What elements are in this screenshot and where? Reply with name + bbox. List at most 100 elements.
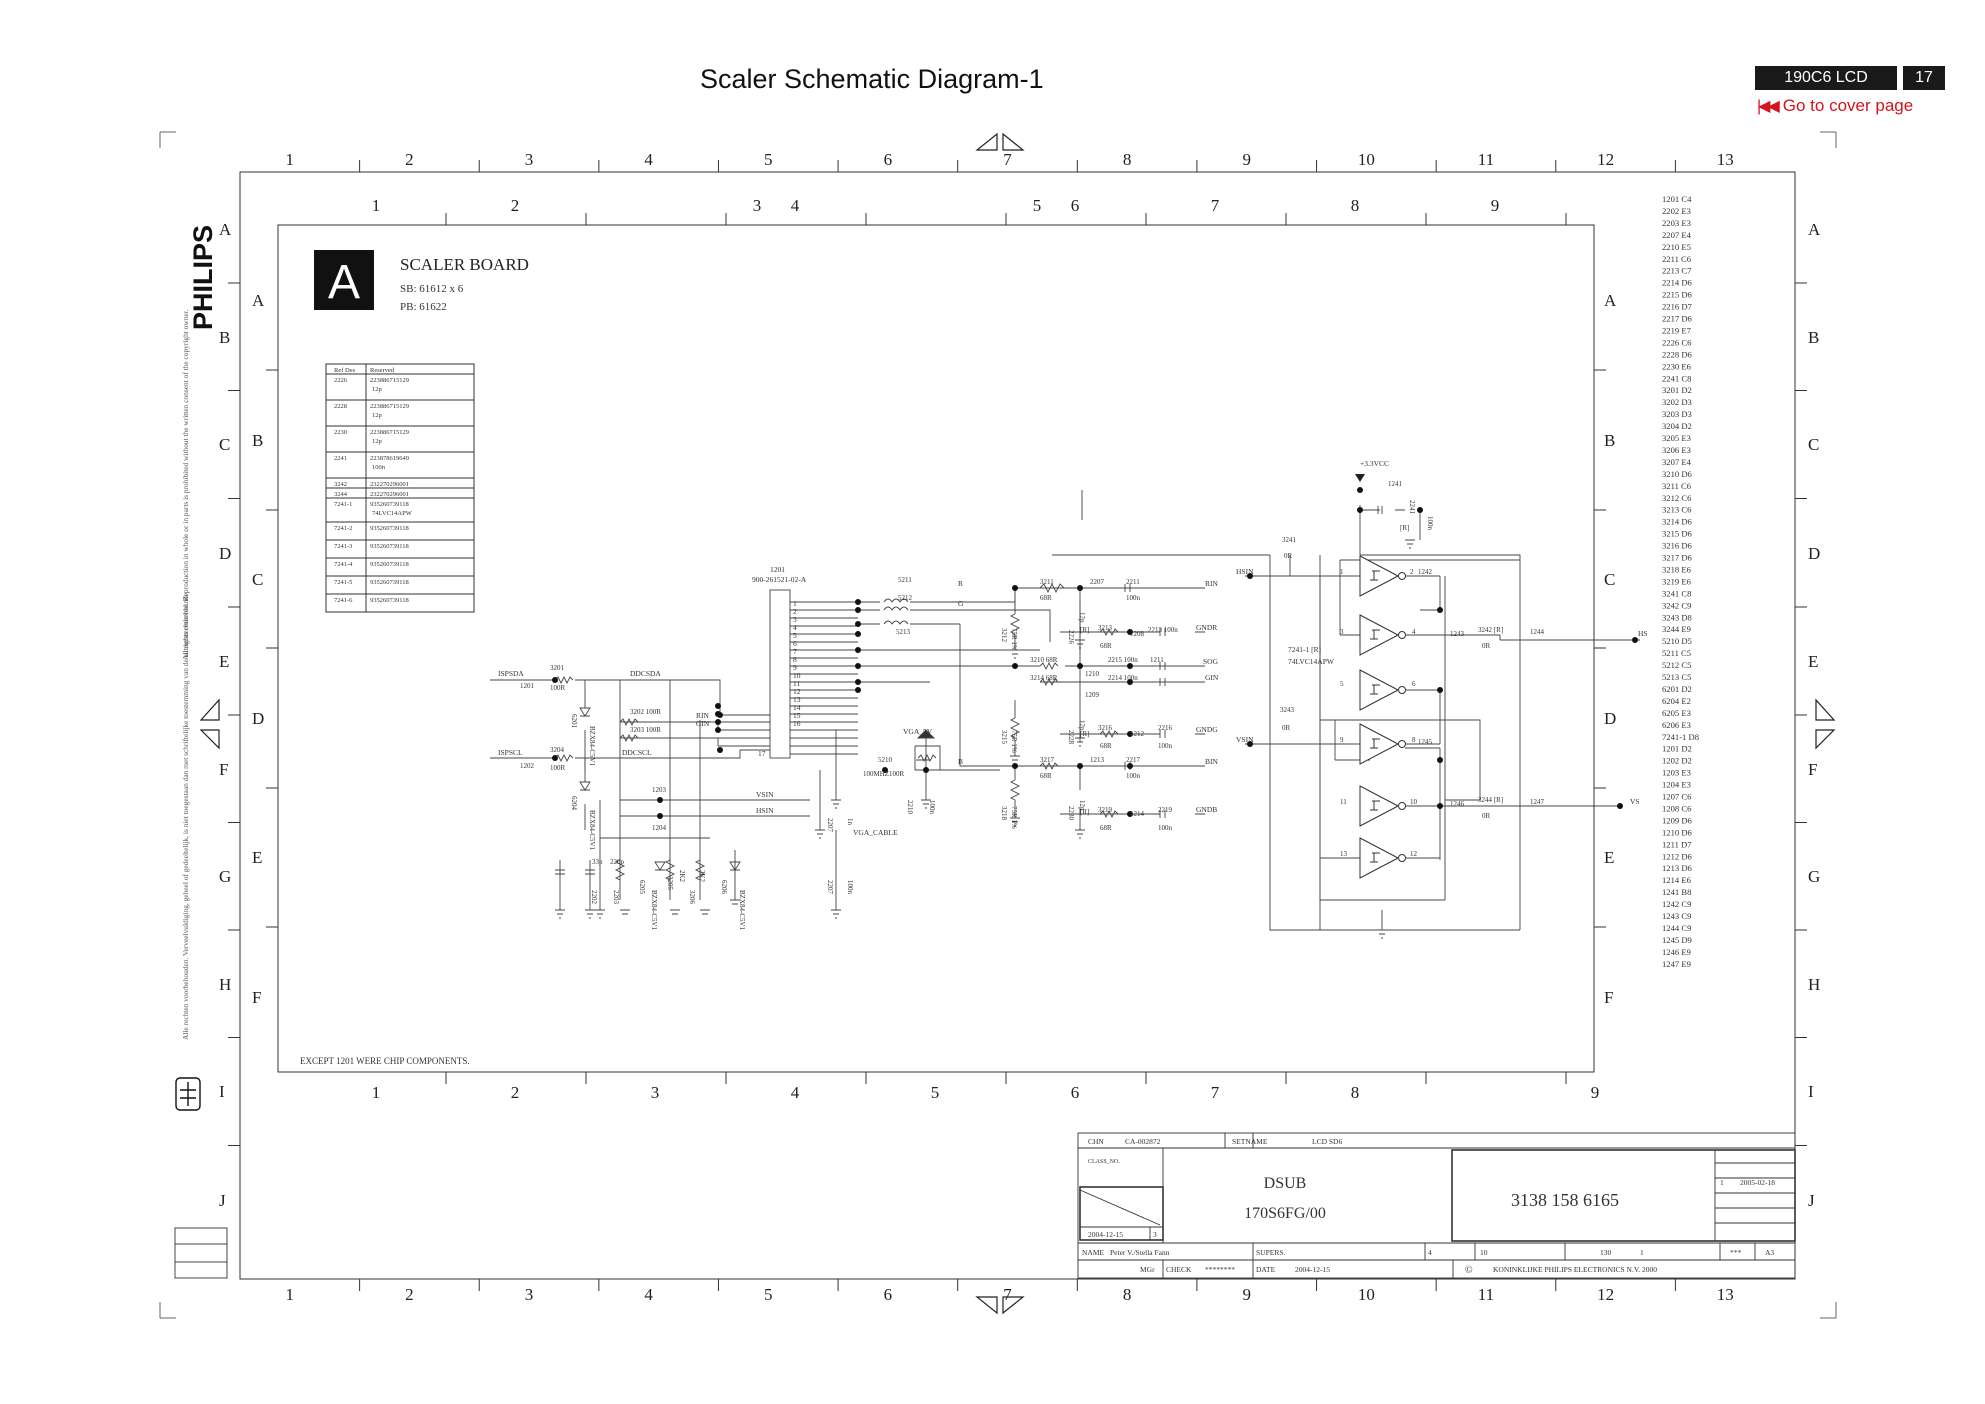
inner-row-F: F <box>252 988 261 1007</box>
component-label: 3217 <box>1040 756 1055 764</box>
board-footnote: EXCEPT 1201 WERE CHIP COMPONENTS. <box>300 1056 470 1066</box>
index-entry: 2213 C7 <box>1662 266 1692 276</box>
net-hs: HS <box>1638 629 1648 638</box>
junction-dot <box>1437 803 1443 809</box>
pin-number: 11 <box>793 679 800 688</box>
junction-dot <box>1357 507 1363 513</box>
component-label: 1203 <box>652 786 667 794</box>
component-label: [R] <box>1080 730 1089 738</box>
part-number: 3138 158 6165 <box>1511 1190 1619 1210</box>
outer-col-bottom-12: 12 <box>1597 1285 1614 1304</box>
inverter-bubble <box>1398 802 1406 810</box>
inverter-gates <box>1359 555 1406 879</box>
junction-dot <box>717 747 723 753</box>
component-label: 6205 <box>638 880 646 895</box>
stamp-box <box>174 1227 228 1279</box>
page-number: 17 <box>1903 66 1945 90</box>
scale-value: 130 <box>1600 1248 1612 1257</box>
index-entry: 3212 C6 <box>1662 493 1692 503</box>
component-label: 1213 <box>1090 756 1105 764</box>
index-entry: 2211 C6 <box>1662 254 1692 264</box>
component-label: 2210 <box>906 800 914 815</box>
index-entry: 1213 D6 <box>1662 863 1693 873</box>
vga-cable-label: VGA_CABLE <box>853 828 898 837</box>
outer-col-bottom-1: 1 <box>286 1285 295 1304</box>
component-label: 3 <box>1340 628 1344 636</box>
pin-number: 7 <box>793 647 797 656</box>
pin-number: 4 <box>793 623 797 632</box>
component-label: BZX84-C5V1 <box>588 726 596 767</box>
inverter-bubble <box>1398 686 1406 694</box>
index-entry: 3218 E6 <box>1662 564 1692 574</box>
inner-col-bottom-3: 3 <box>651 1083 660 1102</box>
component-label: 9 <box>1340 736 1344 744</box>
junction-dot <box>1127 731 1133 737</box>
outer-col-bottom-4: 4 <box>644 1285 653 1304</box>
component-label: 3219 <box>1098 806 1113 814</box>
index-entry: 1211 D7 <box>1662 839 1692 849</box>
inner-col-8: 8 <box>1351 196 1360 215</box>
component-label: 1212 <box>1130 730 1145 738</box>
component-label: 3212 <box>1000 628 1008 643</box>
table-row-part: 223886715129 <box>370 429 409 436</box>
index-entry: 2214 D6 <box>1662 278 1693 288</box>
inner-row-C: C <box>252 570 263 589</box>
copyright-dutch: Alle rechten voorbehouden. Verveelvuldig… <box>181 591 190 1040</box>
component-label: 2207 <box>1090 578 1105 586</box>
inverter-gate <box>1359 614 1400 656</box>
net-hsin-left: HSIN <box>756 806 774 815</box>
table-header-reserved: Reserved <box>370 367 395 374</box>
outer-row-right-H: H <box>1808 975 1820 994</box>
inner-col-4: 4 <box>791 196 800 215</box>
outer-row-C: C <box>219 435 230 454</box>
outer-col-bottom-11: 11 <box>1478 1285 1494 1304</box>
component-label: 3204 <box>550 746 565 754</box>
schematic-wiring <box>490 490 1640 939</box>
component-label: 0R <box>1482 642 1491 650</box>
component-label: 13 <box>1340 850 1348 858</box>
inverter-bubble <box>1398 854 1406 862</box>
pin-number: 5 <box>793 631 797 640</box>
outer-col-bottom-9: 9 <box>1242 1285 1251 1304</box>
outer-frame <box>239 171 1796 1280</box>
component-label: 3201 <box>550 664 565 672</box>
vcc-label: +3.3VCC <box>1360 459 1389 468</box>
component-label: 12p <box>1078 612 1086 623</box>
index-entry: 1207 C6 <box>1662 792 1692 802</box>
pin-number: 17 <box>758 749 766 758</box>
index-entry: 1244 C9 <box>1662 923 1691 933</box>
component-label: 68R <box>1040 594 1052 602</box>
component-label: [R] <box>1080 808 1089 816</box>
index-entry: 1204 E3 <box>1662 780 1691 790</box>
component-label: 2213 100n <box>1148 626 1178 634</box>
component-label: 2228 <box>1067 730 1075 745</box>
outer-col-4: 4 <box>644 150 653 169</box>
component-label: 1245 <box>1418 738 1433 746</box>
junction-dot <box>657 813 663 819</box>
model-label: 190C6 LCD <box>1755 66 1897 90</box>
junction-dot <box>1077 763 1083 769</box>
junction-dot <box>1077 663 1083 669</box>
table-row-ref: 3242 <box>334 481 347 488</box>
copyright-english: All rights reserved. Reproduction in who… <box>181 309 190 660</box>
component-label: 1204 <box>652 824 667 832</box>
junction-dot <box>1127 811 1133 817</box>
junction-dot <box>1247 573 1253 579</box>
index-entry: 2202 E3 <box>1662 206 1691 216</box>
outer-row-right-B: B <box>1808 328 1819 347</box>
component-label: 2217 <box>1126 756 1141 764</box>
junction-dot <box>1012 763 1018 769</box>
component-label: BZX84-C5V1 <box>650 890 658 931</box>
company: KONINKLIJKE PHILIPS ELECTRONICS N.V. 200… <box>1493 1265 1657 1274</box>
outer-row-right-E: E <box>1808 652 1818 671</box>
component-label: 0R <box>1284 552 1293 560</box>
crop-marks <box>159 131 1837 1319</box>
schmitt-mark <box>1370 570 1380 581</box>
go-to-cover-link[interactable]: |◀◀ Go to cover page <box>1757 96 1913 116</box>
